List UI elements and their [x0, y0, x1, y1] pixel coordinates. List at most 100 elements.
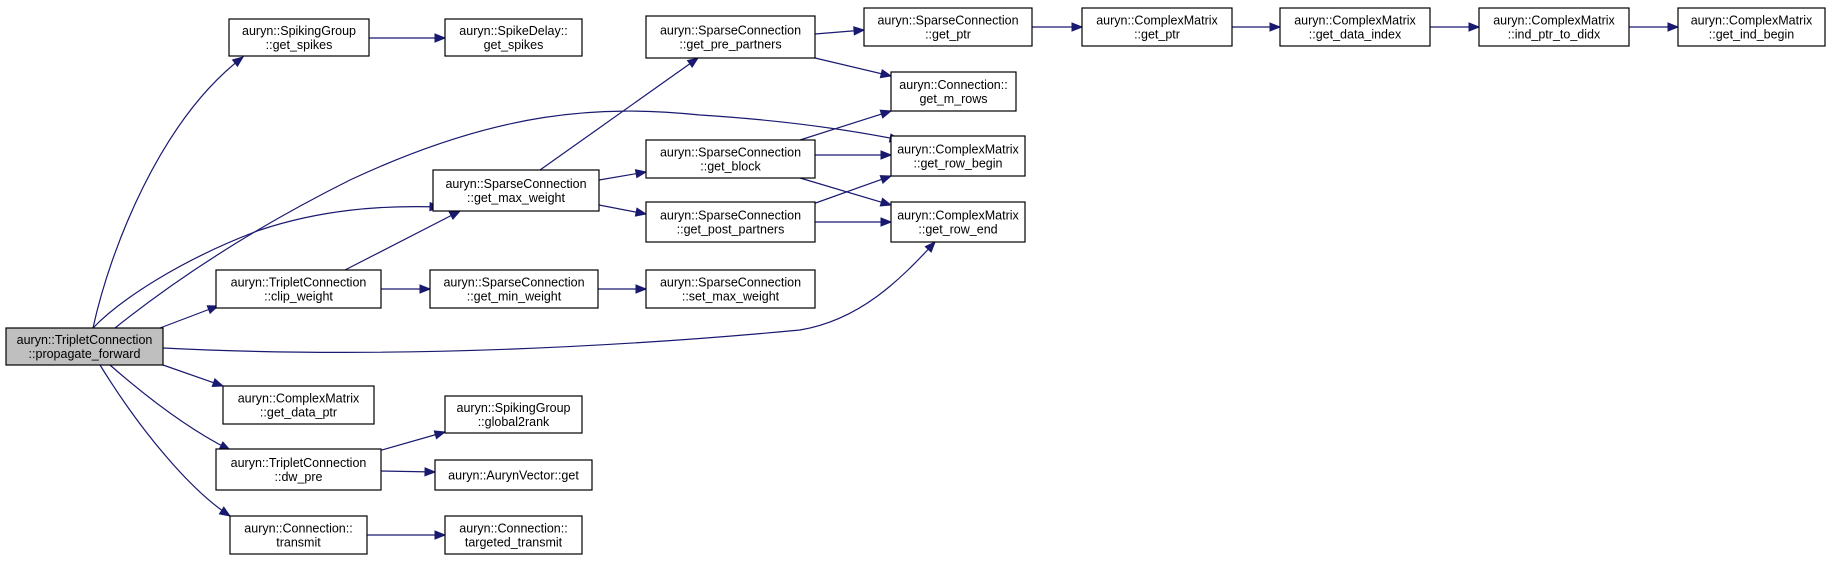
node-label: ::get_row_begin: [914, 157, 1003, 171]
arrowhead: [924, 241, 936, 253]
node-label: auryn::ComplexMatrix: [1096, 14, 1218, 28]
node-sc-get-min-weight[interactable]: auryn::SparseConnection::get_min_weight: [429, 269, 599, 309]
node-label: auryn::SparseConnection: [660, 24, 801, 38]
node-root[interactable]: auryn::TripletConnection::propagate_forw…: [5, 327, 164, 366]
node-label: ::get_post_partners: [677, 223, 785, 237]
node-box: [645, 139, 816, 179]
node-label: ::get_ind_begin: [1709, 28, 1795, 42]
node-box: [444, 18, 583, 57]
node-label: auryn::ComplexMatrix: [897, 209, 1019, 223]
node-box: [890, 135, 1026, 177]
edge-cm_get_ptr-to-cm_get_data_index: [1232, 22, 1282, 32]
node-label: get_spikes: [484, 38, 544, 52]
node-cm-get-ind-begin[interactable]: auryn::ComplexMatrix::get_ind_begin: [1677, 7, 1826, 47]
node-label: ::propagate_forward: [29, 347, 141, 361]
edge-sc_get_post_partners-to-cm_get_row_end: [815, 217, 893, 227]
node-label: auryn::ComplexMatrix: [1294, 14, 1416, 28]
node-box: [434, 459, 593, 491]
node-label: ::get_min_weight: [467, 290, 562, 304]
node-tc-dw-pre[interactable]: auryn::TripletConnection::dw_pre: [215, 448, 382, 491]
arrowhead: [879, 197, 893, 207]
node-label: ::ind_ptr_to_didx: [1508, 28, 1601, 42]
node-label: auryn::SpikeDelay::: [459, 24, 567, 38]
node-conn-targeted-transmit[interactable]: auryn::Connection::targeted_transmit: [444, 515, 583, 555]
arrowhead: [879, 109, 893, 119]
node-label: ::get_max_weight: [467, 191, 566, 205]
edge-line: [92, 56, 244, 329]
edge-sc_get_pre_partners-to-sc_get_ptr: [814, 26, 866, 36]
node-label: ::clip_weight: [264, 290, 333, 304]
node-sg-get-spikes[interactable]: auryn::SpikingGroup::get_spikes: [228, 18, 370, 57]
edge-sc_get_pre_partners-to-conn_get_m_rows: [814, 57, 893, 79]
node-cm-get-row-begin[interactable]: auryn::ComplexMatrix::get_row_begin: [890, 135, 1026, 177]
node-label: ::set_max_weight: [682, 290, 780, 304]
node-sd-get-spikes[interactable]: auryn::SpikeDelay::get_spikes: [444, 18, 583, 57]
node-label: auryn::SparseConnection: [660, 209, 801, 223]
node-sc-get-ptr[interactable]: auryn::SparseConnection::get_ptr: [863, 7, 1033, 47]
node-cm-get-data-ptr[interactable]: auryn::ComplexMatrix::get_data_ptr: [222, 385, 375, 425]
node-av-get[interactable]: auryn::AurynVector::get: [434, 459, 593, 491]
arrowhead: [206, 305, 220, 315]
arrowhead: [634, 207, 648, 217]
node-conn-transmit[interactable]: auryn::Connection::transmit: [229, 515, 368, 555]
node-label: auryn::SpikingGroup: [457, 401, 571, 415]
edge-line: [814, 57, 892, 77]
node-label: transmit: [276, 536, 321, 550]
edge-line: [109, 364, 231, 451]
edge-conn_transmit-to-conn_targeted_transmit: [367, 530, 447, 540]
arrowhead: [1468, 22, 1481, 32]
edge-root-to-sc_get_max_weight: [92, 201, 442, 329]
node-label: ::get_row_end: [918, 223, 997, 237]
edge-tc_dw_pre-to-av_get: [380, 467, 437, 477]
node-label: auryn::AurynVector::get: [448, 469, 579, 483]
edge-sc_get_min_weight-to-sc_set_max_weight: [598, 284, 648, 294]
node-box: [1478, 7, 1630, 47]
edge-line: [92, 205, 441, 329]
node-sc-get-block[interactable]: auryn::SparseConnection::get_block: [645, 139, 816, 179]
arrowhead: [880, 217, 893, 227]
node-cm-get-ptr[interactable]: auryn::ComplexMatrix::get_ptr: [1081, 7, 1233, 47]
edge-line: [374, 431, 446, 453]
node-box: [432, 169, 600, 212]
node-cm-get-row-end[interactable]: auryn::ComplexMatrix::get_row_end: [890, 201, 1026, 243]
edge-sc_get_max_weight-to-sc_get_pre_partners: [539, 57, 700, 171]
edge-root-to-cm_get_row_end: [162, 241, 936, 353]
node-box: [444, 395, 583, 434]
edge-sg_get_spikes-to-sd_get_spikes: [369, 33, 447, 43]
edge-sc_get_post_partners-to-cm_get_row_begin: [809, 175, 893, 206]
arrowhead: [448, 210, 462, 221]
edge-root-to-sg_get_spikes: [92, 56, 245, 329]
node-label: auryn::ComplexMatrix: [1691, 14, 1813, 28]
nodes-layer: auryn::TripletConnection::propagate_forw…: [5, 7, 1826, 555]
edge-line: [162, 241, 936, 353]
node-label: ::get_ptr: [925, 28, 971, 42]
node-label: get_m_rows: [919, 92, 987, 106]
edge-sc_get_ptr-to-cm_get_ptr: [1032, 22, 1084, 32]
node-sg-global2rank[interactable]: auryn::SpikingGroup::global2rank: [444, 395, 583, 434]
node-sc-get-pre-partners[interactable]: auryn::SparseConnection::get_pre_partner…: [645, 15, 816, 59]
node-box: [215, 448, 382, 491]
node-box: [863, 7, 1033, 47]
edge-root-to-tc_clip_weight: [159, 305, 220, 329]
node-label: auryn::TripletConnection: [17, 333, 153, 347]
edge-tc_clip_weight-to-sc_get_max_weight: [344, 210, 462, 271]
node-cm-ind-ptr-to-didx[interactable]: auryn::ComplexMatrix::ind_ptr_to_didx: [1478, 7, 1630, 47]
arrowhead: [231, 56, 245, 68]
node-box: [1081, 7, 1233, 47]
node-tc-clip-weight[interactable]: auryn::TripletConnection::clip_weight: [215, 269, 382, 309]
node-cm-get-data-index[interactable]: auryn::ComplexMatrix::get_data_index: [1279, 7, 1431, 47]
edge-line: [799, 177, 892, 206]
edge-line: [344, 210, 461, 271]
edge-sc_get_max_weight-to-sc_get_block: [598, 169, 648, 181]
node-sc-get-post-partners[interactable]: auryn::SparseConnection::get_post_partne…: [645, 201, 816, 243]
edge-tc_clip_weight-to-sc_get_min_weight: [381, 284, 432, 294]
node-label: auryn::SpikingGroup: [242, 24, 356, 38]
node-sc-get-max-weight[interactable]: auryn::SparseConnection::get_max_weight: [432, 169, 600, 212]
arrowhead: [879, 175, 893, 185]
node-box: [645, 201, 816, 243]
arrowhead: [424, 467, 437, 477]
node-conn-get-m-rows[interactable]: auryn::Connection::get_m_rows: [890, 71, 1017, 112]
node-label: auryn::SparseConnection: [877, 14, 1018, 28]
arrowhead: [1667, 22, 1680, 32]
node-sc-set-max-weight[interactable]: auryn::SparseConnection::set_max_weight: [645, 269, 816, 309]
